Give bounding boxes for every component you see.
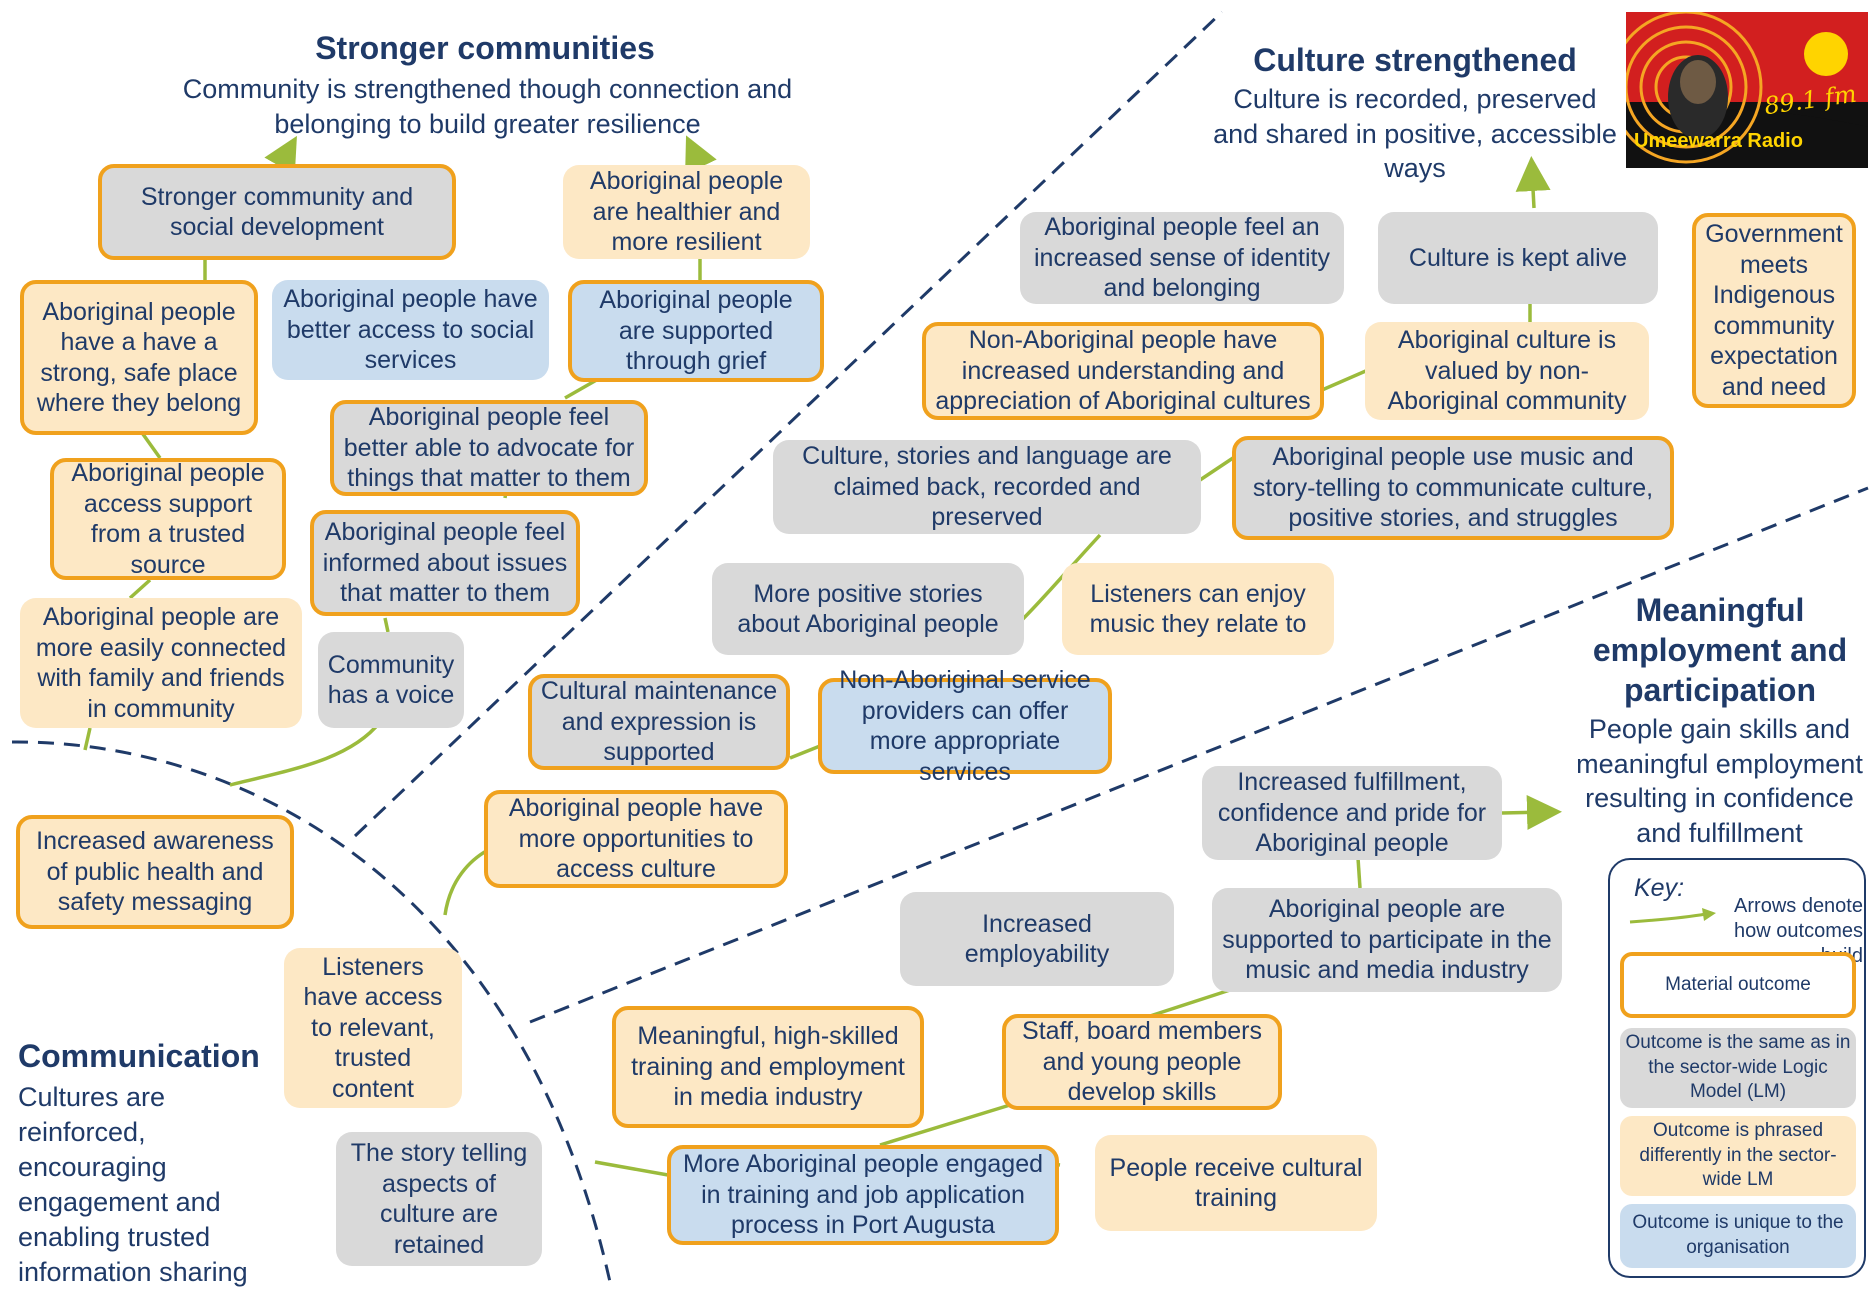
outcome-opportunities-access-culture: Aboriginal people have more opportunitie… xyxy=(484,790,788,888)
outcome-culture-kept-alive: Culture is kept alive xyxy=(1378,212,1658,304)
outcome-listeners-trusted-content: Listeners have access to relevant, trust… xyxy=(284,948,462,1108)
outcome-informed-about-issues: Aboriginal people feel informed about is… xyxy=(310,510,580,616)
legend-different-outcome: Outcome is phrased differently in the se… xyxy=(1620,1116,1856,1196)
outcome-supported-through-grief: Aboriginal people are supported through … xyxy=(568,280,824,382)
logo-brand: Umeewarra Radio xyxy=(1634,130,1803,152)
section-title-communication: Communication xyxy=(18,1038,260,1074)
outcome-non-aboriginal-understanding: Non-Aboriginal people have increased und… xyxy=(922,322,1324,420)
divider-diagonal-right xyxy=(529,486,1869,1024)
outcome-story-telling-retained: The story telling aspects of culture are… xyxy=(336,1132,542,1266)
outcome-high-skilled-training: Meaningful, high-skilled training and em… xyxy=(612,1006,924,1128)
outcome-cultural-training: People receive cultural training xyxy=(1095,1135,1377,1231)
outcome-culture-claimed-back: Culture, stories and language are claime… xyxy=(773,440,1201,534)
section-title-culture-strengthened: Culture strengthened xyxy=(1253,42,1577,78)
outcome-government-meets-expectation: Government meets Indigenous community ex… xyxy=(1692,213,1856,408)
outcome-non-aboriginal-service-providers: Non-Aboriginal service providers can off… xyxy=(818,666,1112,786)
legend-same-outcome: Outcome is the same as in the sector-wid… xyxy=(1620,1028,1856,1108)
outcome-training-job-application: More Aboriginal people engaged in traini… xyxy=(667,1145,1059,1245)
outcome-increased-employability: Increased employability xyxy=(900,892,1174,986)
outcome-fulfillment-confidence-pride: Increased fulfillment, confidence and pr… xyxy=(1202,766,1502,860)
legend-arrow-icon xyxy=(1629,908,1716,924)
outcome-access-support-trusted-source: Aboriginal people access support from a … xyxy=(50,458,286,580)
section-title-stronger-communities: Stronger communities xyxy=(315,30,655,66)
umeewarra-radio-logo: 89.1 fm Umeewarra Radio xyxy=(1626,12,1868,168)
outcome-more-positive-stories: More positive stories about Aboriginal p… xyxy=(712,563,1024,655)
section-dividers xyxy=(11,10,1869,1283)
legend-title: Key: xyxy=(1634,874,1685,902)
outcome-staff-develop-skills: Staff, board members and young people de… xyxy=(1002,1014,1282,1110)
divider-left-arc xyxy=(11,740,612,1283)
outcome-culture-valued: Aboriginal culture is valued by non-Abor… xyxy=(1365,322,1649,420)
section-subtitle-meaningful-employment: People gain skills and meaningful employ… xyxy=(1576,714,1863,848)
section-subtitle-culture-strengthened: Culture is recorded, preserved and share… xyxy=(1213,84,1617,184)
legend-key: Key: Arrows denote how outcomes build Ma… xyxy=(1608,858,1866,1278)
outcome-better-access-social-services: Aboriginal people have better access to … xyxy=(272,280,549,380)
section-title-meaningful-employment: Meaningful employment and participation xyxy=(1592,592,1848,708)
outcome-community-has-voice: Community has a voice xyxy=(318,632,464,728)
divider-diagonal-upper xyxy=(353,10,1224,838)
outcome-strong-safe-place: Aboriginal people have a have a strong, … xyxy=(20,280,258,435)
outcome-public-health-awareness: Increased awareness of public health and… xyxy=(16,815,294,929)
section-subtitle-stronger-communities: Community is strengthened though connect… xyxy=(182,74,793,139)
outcome-stronger-community-social-development: Stronger community and social developmen… xyxy=(98,164,456,260)
outcome-healthier-more-resilient: Aboriginal people are healthier and more… xyxy=(563,165,810,259)
outcome-connected-family-friends: Aboriginal people are more easily connec… xyxy=(20,598,302,728)
outcome-music-media-industry: Aboriginal people are supported to parti… xyxy=(1212,888,1562,992)
outcome-cultural-maintenance: Cultural maintenance and expression is s… xyxy=(528,674,790,770)
section-subtitle-communication: Cultures are reinforced, encouraging eng… xyxy=(18,1082,248,1288)
outcome-identity-belonging: Aboriginal people feel an increased sens… xyxy=(1020,212,1344,304)
outcome-listeners-enjoy-music: Listeners can enjoy music they relate to xyxy=(1062,563,1334,655)
outcome-music-storytelling: Aboriginal people use music and story-te… xyxy=(1232,436,1674,540)
logo-graphic xyxy=(1626,12,1868,168)
legend-unique-outcome: Outcome is unique to the organisation xyxy=(1620,1204,1856,1268)
legend-material-outcome: Material outcome xyxy=(1620,952,1856,1018)
outcome-better-able-to-advocate: Aboriginal people feel better able to ad… xyxy=(330,400,648,496)
